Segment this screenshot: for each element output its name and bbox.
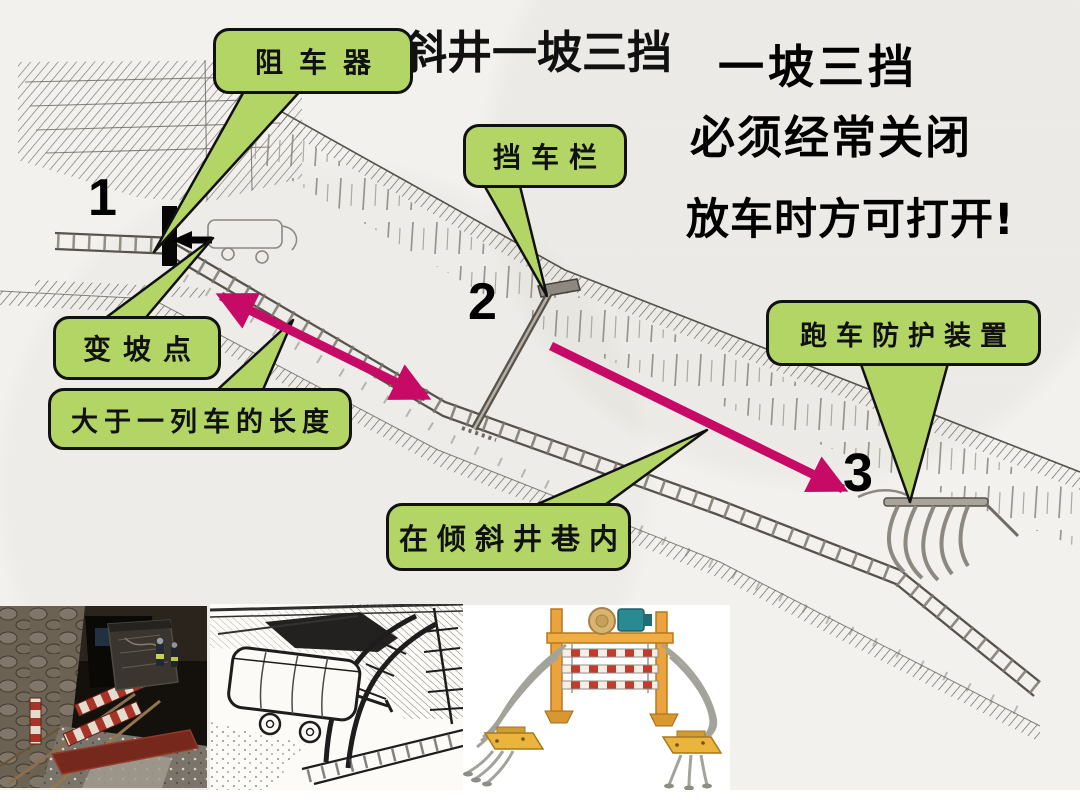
striped-barrier-bars xyxy=(561,648,659,690)
slogan-line-2: 必须经常关闭 xyxy=(690,111,973,164)
sketch-art xyxy=(209,602,465,790)
miners-figures xyxy=(156,637,178,667)
callout-car-stopper: 阻车器 xyxy=(213,28,413,94)
barrier-pole-art xyxy=(461,278,581,442)
slogan-line-1: 一坡三挡 xyxy=(718,40,918,94)
callout-inclined-roadway: 在倾斜井巷内 xyxy=(386,503,631,571)
anchor-plates xyxy=(483,726,723,754)
shaft-floor-art xyxy=(0,290,1041,742)
mine-car-catcher-sketch xyxy=(209,602,465,790)
mine-car-sketch-small xyxy=(207,219,298,264)
mine-track-stopper-photo xyxy=(0,606,207,790)
winch-and-motor xyxy=(588,607,652,635)
photo-art xyxy=(0,606,207,790)
red-frame xyxy=(50,729,200,775)
cable-clamps xyxy=(463,771,712,791)
runaway-direction-arrow xyxy=(549,341,849,494)
slogan-line-3: 放车时方可打开! xyxy=(686,195,1015,245)
render-art xyxy=(463,605,730,791)
marker-3: 3 xyxy=(843,443,874,503)
callout-slope-change-point: 变坡点 xyxy=(53,316,221,380)
marker-1: 1 xyxy=(88,169,117,227)
marker-2: 2 xyxy=(468,273,497,331)
bottom-margin xyxy=(0,790,1080,810)
derailed-mine-car xyxy=(227,646,362,722)
striped-post xyxy=(29,697,42,745)
callout-runaway-protection: 跑车防护装置 xyxy=(766,300,1041,366)
callout-train-length: 大于一列车的长度 xyxy=(48,388,352,450)
callout-car-barrier: 挡车栏 xyxy=(463,124,627,188)
train-length-double-arrow xyxy=(215,291,432,402)
slide-title: 斜井一坡三挡 xyxy=(402,26,673,79)
arrows xyxy=(215,291,849,494)
runaway-car-protection-device-render xyxy=(463,605,730,791)
mine-car-photo xyxy=(107,619,179,691)
